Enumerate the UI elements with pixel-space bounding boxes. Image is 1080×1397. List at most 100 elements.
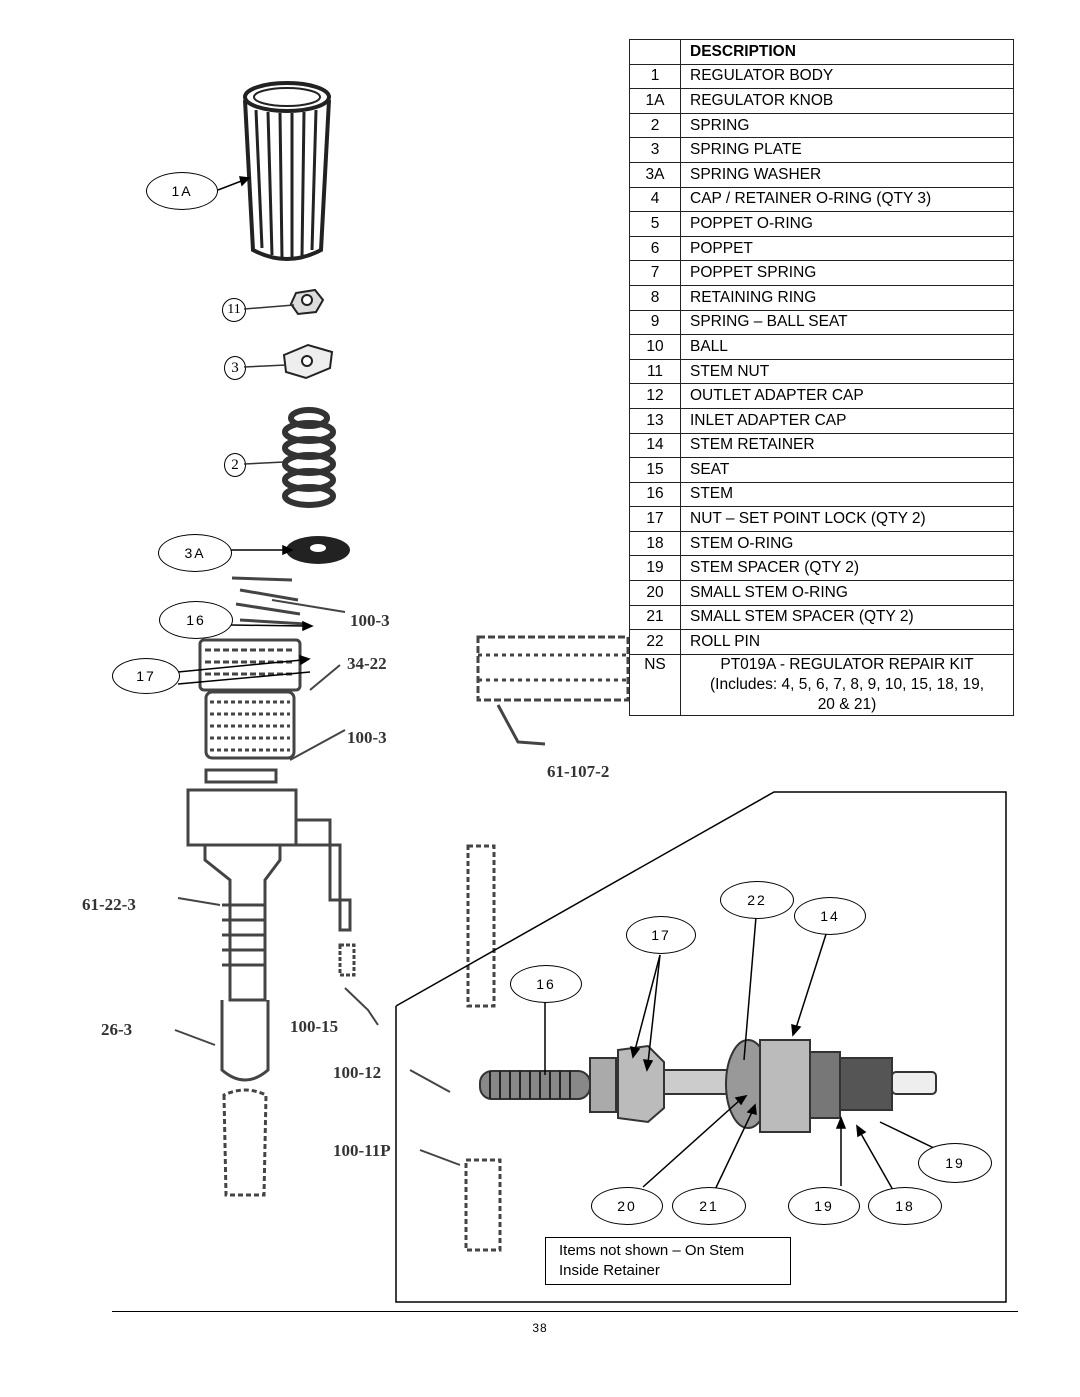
detail-callout-19-right: 19 [918, 1143, 992, 1183]
part-description-cell: STEM O-RING [680, 530, 1014, 557]
detail-callout-18: 18 [868, 1187, 942, 1225]
side-parts-drawing [338, 635, 630, 1252]
footer-rule [112, 1311, 1018, 1312]
part-description-cell: STEM SPACER (QTY 2) [680, 555, 1014, 582]
part-number-cell: 19 [629, 555, 681, 582]
part-number-cell: 15 [629, 457, 681, 483]
part-number-cell: 5 [629, 211, 681, 237]
circled-number-leaders [243, 304, 295, 465]
part-code-100-11p: 100-11P [333, 1141, 391, 1160]
part-description-cell: RETAINING RING [680, 284, 1014, 311]
part-code-100-12: 100-12 [333, 1063, 382, 1082]
circled-number-3: 3 [224, 356, 246, 380]
detail-callout-22: 22 [720, 881, 794, 919]
part-description-cell: SEAT [680, 457, 1014, 483]
part-number-cell: 2 [629, 112, 681, 139]
part-number-cell: 7 [629, 260, 681, 286]
detail-callout-16: 16 [510, 965, 582, 1003]
regulator-body-drawing [186, 576, 352, 1197]
callout-17: 17 [112, 658, 180, 694]
part-description-cell: OUTLET ADAPTER CAP [680, 383, 1014, 409]
part-description-cell: SMALL STEM SPACER (QTY 2) [680, 604, 1014, 631]
part-description-cell: STEM NUT [680, 358, 1014, 385]
circled-number-11: 11 [222, 298, 246, 322]
left-callout-arrows [177, 176, 314, 685]
part-code-61-107-2: 61-107-2 [547, 762, 610, 781]
part-code-26-3: 26-3 [101, 1020, 133, 1039]
part-description-cell: SPRING – BALL SEAT [680, 309, 1014, 336]
part-description-cell: REGULATOR KNOB [680, 88, 1014, 114]
kit-description-line3: 20 & 21) [817, 695, 877, 713]
spring-drawing [282, 407, 336, 508]
detail-callout-14: 14 [794, 897, 866, 935]
part-number-cell: 1A [629, 88, 681, 114]
spring-washer-drawing [286, 536, 350, 564]
detail-callout-19-bottom: 19 [788, 1187, 860, 1225]
spring-plate-drawing [282, 343, 334, 380]
part-description-cell: ROLL PIN [680, 629, 1014, 655]
inset-frame [395, 791, 1007, 1303]
kit-description-line2: (Includes: 4, 5, 6, 7, 8, 9, 10, 15, 18,… [709, 675, 984, 693]
part-description-cell: INLET ADAPTER CAP [680, 407, 1014, 434]
part-number-cell: 6 [629, 235, 681, 262]
part-number-cell: 4 [629, 186, 681, 213]
detail-callout-20: 20 [591, 1187, 663, 1225]
header-description-cell: DESCRIPTION [680, 39, 1014, 65]
part-description-cell: NUT – SET POINT LOCK (QTY 2) [680, 506, 1014, 532]
page-number: 38 [532, 1321, 548, 1335]
stem-nut-drawing [289, 288, 325, 316]
detail-callout-leaders [544, 916, 939, 1197]
callout-3a: 3A [158, 534, 232, 572]
part-code-100-15: 100-15 [290, 1017, 339, 1036]
note-line-2: Inside Retainer [559, 1262, 660, 1279]
part-number-cell: 22 [629, 629, 681, 655]
part-number-cell: 10 [629, 334, 681, 360]
part-number-cell: 3 [629, 137, 681, 163]
repair-kit-row: NS PT019A - REGULATOR REPAIR KIT (Includes… [629, 653, 1014, 716]
part-number-cell: 9 [629, 309, 681, 336]
stem-assembly-drawing [479, 1039, 937, 1133]
note-line-1: Items not shown – On Stem [559, 1242, 745, 1259]
kit-number-cell: NS [629, 653, 681, 716]
part-description-cell: STEM RETAINER [680, 432, 1014, 459]
regulator-knob-drawing [243, 81, 331, 261]
callout-16: 16 [159, 601, 233, 639]
part-description-cell: REGULATOR BODY [680, 63, 1014, 90]
part-description-cell: POPPET O-RING [680, 211, 1014, 237]
kit-description-cell: PT019A - REGULATOR REPAIR KIT (Includes: … [680, 653, 1014, 716]
part-number-cell: 3A [629, 161, 681, 188]
part-code-61-22-3: 61-22-3 [82, 895, 136, 914]
items-not-shown-note: Items not shown – On Stem Inside Retaine… [545, 1237, 791, 1285]
detail-callout-17: 17 [626, 916, 696, 954]
part-code-100-3-upper: 100-3 [350, 611, 390, 630]
callout-1a: 1A [146, 172, 218, 210]
part-description-cell: SMALL STEM O-RING [680, 580, 1014, 606]
table-header-row: DESCRIPTION [629, 39, 1014, 65]
part-code-100-3-lower: 100-3 [347, 728, 387, 747]
kit-description-line1: PT019A - REGULATOR REPAIR KIT [720, 655, 974, 673]
circled-number-2: 2 [224, 453, 246, 477]
detail-callout-21: 21 [672, 1187, 746, 1225]
part-code-34-22: 34-22 [347, 654, 387, 673]
